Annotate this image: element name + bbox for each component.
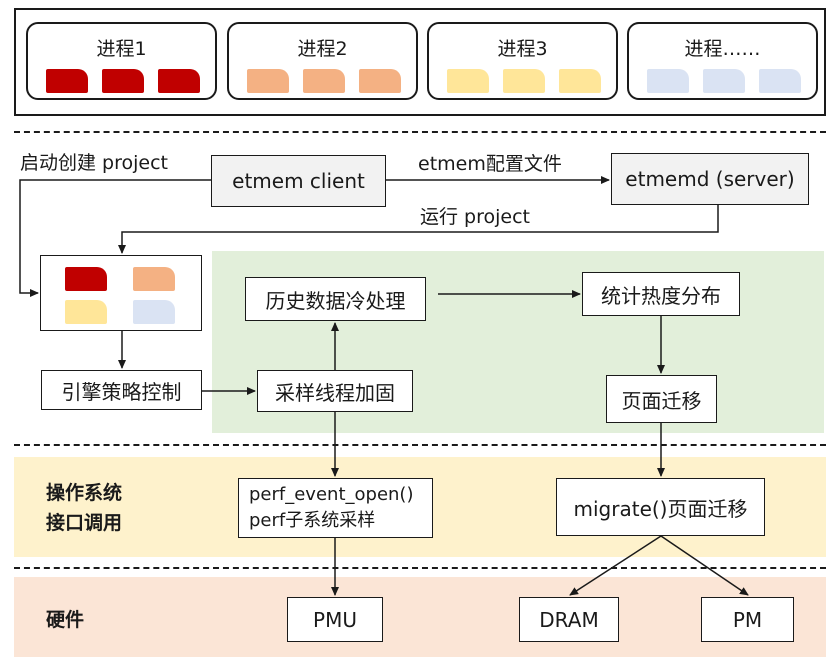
sampling-thread-box: 采样线程加固 xyxy=(257,370,413,412)
config-file-label: etmem配置文件 xyxy=(418,153,562,175)
memory-block xyxy=(703,69,745,93)
migrate-call-box: migrate()页面迁移 xyxy=(556,478,765,536)
perf-line-2: perf子系统采样 xyxy=(249,510,376,531)
perf-box: perf_event_open() perf子系统采样 xyxy=(238,478,433,538)
process-label: 进程…… xyxy=(684,38,761,60)
memory-block xyxy=(158,69,200,93)
separator-3 xyxy=(14,567,826,569)
memory-block xyxy=(65,267,107,291)
memory-block xyxy=(303,69,345,93)
start-project-label: 启动创建 project xyxy=(20,152,168,174)
process-label: 进程2 xyxy=(297,38,348,60)
policy-control-box: 引擎策略控制 xyxy=(41,370,202,410)
os-section-line-1: 操作系统 xyxy=(46,482,123,504)
pm-box: PM xyxy=(701,597,794,642)
project-memory-box xyxy=(40,255,202,331)
process-1: 进程1 xyxy=(26,22,217,100)
memory-block xyxy=(102,69,144,93)
memory-block xyxy=(559,69,601,93)
history-cold-processing-box: 历史数据冷处理 xyxy=(245,277,426,321)
separator-1 xyxy=(14,131,826,133)
memory-block xyxy=(647,69,689,93)
etmem-client-box: etmem client xyxy=(211,155,386,207)
pmu-box: PMU xyxy=(287,597,383,642)
memory-block xyxy=(359,69,401,93)
run-project-label: 运行 project xyxy=(420,206,530,228)
heat-distribution-box: 统计热度分布 xyxy=(582,272,740,316)
hardware-section-label: 硬件 xyxy=(46,609,85,631)
process-label: 进程3 xyxy=(497,38,548,60)
separator-2 xyxy=(14,444,826,446)
perf-line-1: perf_event_open() xyxy=(249,484,414,505)
memory-block xyxy=(247,69,289,93)
memory-block xyxy=(133,267,175,291)
memory-block xyxy=(759,69,801,93)
os-section-label: 操作系统 接口调用 xyxy=(46,478,122,538)
memory-block xyxy=(65,300,107,324)
process-label: 进程1 xyxy=(96,38,147,60)
memory-block xyxy=(133,300,175,324)
memory-block xyxy=(46,69,88,93)
process-more: 进程…… xyxy=(627,22,818,100)
process-2: 进程2 xyxy=(227,22,418,100)
memory-block xyxy=(447,69,489,93)
dram-box: DRAM xyxy=(519,597,619,642)
memory-block xyxy=(503,69,545,93)
process-3: 进程3 xyxy=(427,22,618,100)
page-migration-box: 页面迁移 xyxy=(606,375,717,423)
os-section-line-2: 接口调用 xyxy=(46,512,123,534)
etmemd-server-box: etmemd (server) xyxy=(611,153,809,205)
